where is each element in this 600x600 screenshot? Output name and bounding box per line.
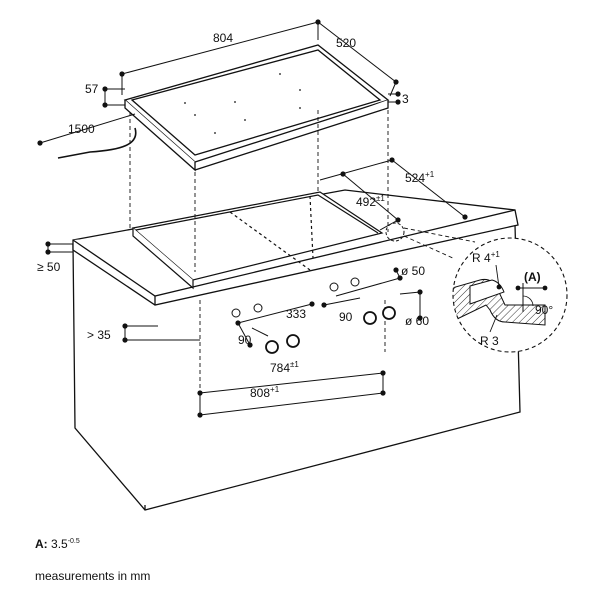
dim-cutout-width-inner: 784±1 (270, 360, 299, 375)
detail-radius-bottom: R 3 (480, 334, 499, 348)
note-a-tolerance: -0.5 (67, 538, 80, 545)
dimension-endpoints (37, 19, 468, 418)
hob (123, 44, 390, 172)
dim-min-front: > 35 (87, 328, 111, 342)
dim-knob-hole-large: ø 60 (405, 314, 429, 328)
dim-knob-angle-left: 90 (238, 333, 252, 347)
dim-hob-edge: 3 (402, 92, 409, 106)
dim-cutout-width-outer: 808+1 (250, 385, 280, 400)
note-a-label: A: (35, 537, 48, 551)
note-units: measurements in mm (35, 569, 151, 583)
note-a-value: 3.5 (51, 537, 68, 551)
control-knobs (231, 277, 396, 354)
dim-hob-depth: 520 (336, 36, 356, 50)
dim-min-wall: ≥ 50 (37, 260, 61, 274)
dim-control-spacing: 333 (286, 307, 306, 321)
detail-radius-top: R 4+1 (472, 250, 500, 265)
dim-cable-length: 1500 (68, 122, 95, 136)
detail-callout (385, 222, 568, 353)
dim-hob-width: 804 (213, 31, 233, 45)
dim-knob-hole-small: ø 50 (401, 264, 425, 278)
power-cable (57, 127, 137, 159)
dim-cutout-inner: 492±1 (356, 194, 385, 209)
detail-angle: 90° (535, 303, 553, 317)
dim-knob-angle-right: 90 (339, 310, 353, 324)
dimension-lines (39, 21, 466, 416)
detail-marker: (A) (524, 270, 541, 284)
dim-hob-height: 57 (85, 82, 99, 96)
note-dimension-a: A: 3.5-0.5 (35, 537, 80, 551)
dim-cutout-depth: 524+1 (405, 170, 435, 185)
